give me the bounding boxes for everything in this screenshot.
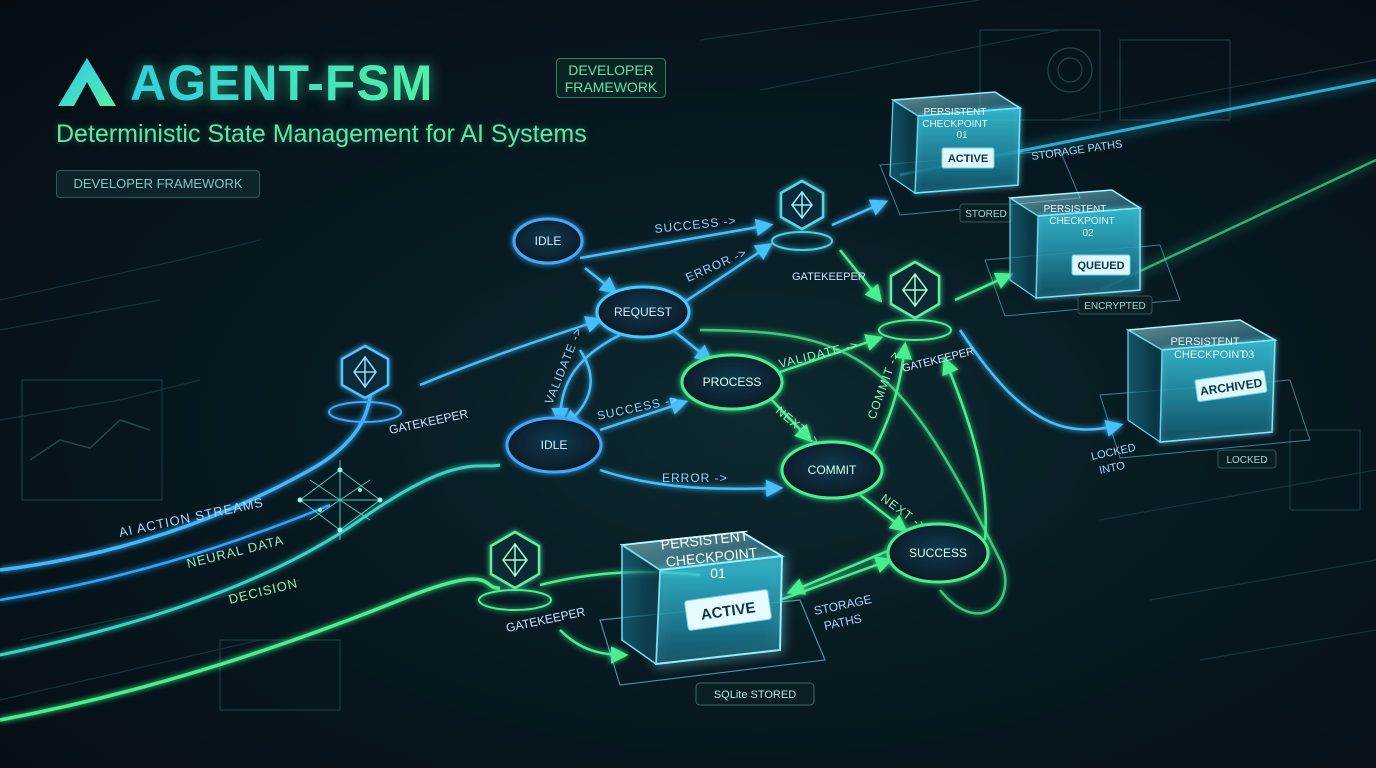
- edge-idle-to-gatekeeper-top: [579, 218, 774, 260]
- gatekeeper-label-4: GATEKEEPER: [901, 345, 976, 375]
- app-subtitle: Deterministic State Management for AI Sy…: [56, 120, 587, 148]
- stream-neural-data: [0, 463, 501, 657]
- gatekeeper-3[interactable]: GATEKEEPER: [478, 530, 587, 635]
- edge-gatekeeper-3-down: [559, 629, 629, 664]
- checkpoint-top-title-2: CHECKPOINT: [922, 119, 988, 130]
- checkpoint-second-status: QUEUED: [1077, 260, 1124, 272]
- checkpoint-third-caption: LOCKED: [1226, 455, 1267, 466]
- checkpoint-second-title-3: 02: [1082, 228, 1094, 239]
- edge-commit-up: [868, 341, 913, 459]
- edge-label-error-mid: ERROR ->: [662, 471, 728, 485]
- checkpoint-third-side-label-1: LOCKED: [1090, 442, 1137, 463]
- agent-logo-icon: [58, 58, 116, 106]
- checkpoint-third-title-2: CHECKPOINT: [1174, 349, 1246, 361]
- edge-main-checkpoint-to-success: [786, 548, 891, 595]
- state-label-idle-mid: IDLE: [541, 438, 568, 452]
- checkpoint-top-status-badge: [941, 147, 995, 169]
- checkpoint-third-title-1: PERSISTENT: [1170, 336, 1239, 348]
- state-process[interactable]: PROCESS: [680, 353, 784, 411]
- state-idle-mid[interactable]: IDLE: [505, 416, 603, 474]
- stream-ai-action-2: [0, 503, 331, 602]
- gatekeeper-label-2: GATEKEEPER: [792, 271, 866, 283]
- edge-gatekeeper-to-checkpoint-2: [954, 272, 1014, 302]
- checkpoint-third-side-label-2: INTO: [1098, 460, 1126, 477]
- circuit-background: [0, 0, 1376, 711]
- state-label-request: REQUEST: [614, 305, 673, 319]
- edge-gatekeeper-to-checkpoint-3: [958, 329, 1124, 437]
- gatekeeper-1[interactable]: GATEKEEPER: [328, 344, 470, 437]
- edge-request-to-idle: [551, 333, 621, 426]
- stream-decision: [0, 577, 501, 722]
- edge-request-to-process: [669, 327, 713, 363]
- checkpoint-main-title-3: 01: [710, 565, 726, 581]
- developer-framework-badge[interactable]: DEVELOPER FRAMEWORK: [56, 170, 260, 198]
- checkpoint-top-caption: STORED: [965, 209, 1007, 220]
- checkpoint-top-title-3: 01: [956, 130, 968, 141]
- edge-label-commit-up: COMMIT ->: [865, 349, 903, 421]
- input-label-decision: DECISION: [227, 575, 299, 607]
- edge-label-next-1: NEXT ->: [773, 404, 823, 449]
- edge-success-to-main-checkpoint: [779, 556, 894, 602]
- checkpoint-main-caption: SQLite STORED: [714, 689, 796, 701]
- state-success[interactable]: SUCCESS: [886, 522, 990, 584]
- edge-request-error: [679, 243, 773, 307]
- state-label-success: SUCCESS: [909, 546, 967, 560]
- checkpoint-top-side-label: STORAGE PATHS: [1031, 138, 1123, 163]
- checkpoint-main-status-badge: [684, 589, 772, 631]
- state-label-process: PROCESS: [703, 375, 762, 389]
- checkpoint-second-caption: ENCRYPTED: [1084, 301, 1146, 312]
- checkpoint-second-status-badge: [1071, 254, 1131, 276]
- stream-ai-action: [0, 353, 374, 572]
- checkpoint-third-title-3: 03: [1242, 349, 1254, 361]
- checkpoint-second-title-1: PERSISTENT: [1044, 204, 1107, 215]
- edge-idle-to-request: [584, 267, 618, 295]
- edge-idle-error: [599, 468, 784, 498]
- state-label-commit: COMMIT: [808, 463, 857, 477]
- checkpoint-top-title-1: PERSISTENT: [924, 107, 987, 118]
- checkpoint-top-status: ACTIVE: [948, 153, 988, 165]
- state-idle-top[interactable]: IDLE: [512, 217, 584, 265]
- checkpoint-third-status-badge: [1194, 369, 1268, 403]
- input-label-ai-action-streams: AI ACTION STREAMS: [118, 495, 266, 540]
- developer-framework-badge-top: DEVELOPER FRAMEWORK: [556, 58, 666, 98]
- edge-process-loop: [699, 328, 1007, 615]
- edge-gatekeeper-to-checkpoint-top: [831, 199, 889, 227]
- checkpoint-second[interactable]: PERSISTENT CHECKPOINT 02 QUEUED ENCRYPTE…: [984, 189, 1181, 317]
- checkpoint-top[interactable]: PERSISTENT CHECKPOINT 01 ACTIVE STORED S…: [879, 91, 1123, 223]
- checkpoint-third[interactable]: PERSISTENT CHECKPOINT 03 ARCHIVED LOCKED…: [1090, 319, 1311, 477]
- edge-idle-success: [599, 398, 689, 432]
- edge-process-to-commit: [769, 397, 813, 443]
- state-label-idle-top: IDLE: [535, 234, 562, 248]
- gatekeeper-2[interactable]: GATEKEEPER: [771, 179, 866, 283]
- checkpoint-second-title-2: CHECKPOINT: [1049, 216, 1115, 227]
- checkpoint-main[interactable]: PERSISTENT CHECKPOINT 01 ACTIVE SQLite S…: [599, 527, 873, 706]
- state-request[interactable]: REQUEST: [595, 285, 691, 339]
- neural-hub-nodes: [297, 467, 383, 533]
- background-sparkline: [29, 419, 151, 461]
- edge-success-to-gatekeeper: [942, 356, 987, 541]
- board-edge-green: [1099, 158, 1376, 292]
- edge-commit-to-success: [859, 494, 908, 533]
- edge-process-validate: [779, 334, 884, 374]
- state-commit[interactable]: COMMIT: [780, 440, 884, 500]
- edge-gatekeeper-1-to-request: [419, 316, 604, 387]
- brand-header: AGENT-FSM DEVELOPER FRAMEWORK Determinis…: [56, 52, 716, 232]
- edge-gatekeeper-top-to-right: [839, 249, 883, 303]
- app-title: AGENT-FSM: [130, 55, 434, 111]
